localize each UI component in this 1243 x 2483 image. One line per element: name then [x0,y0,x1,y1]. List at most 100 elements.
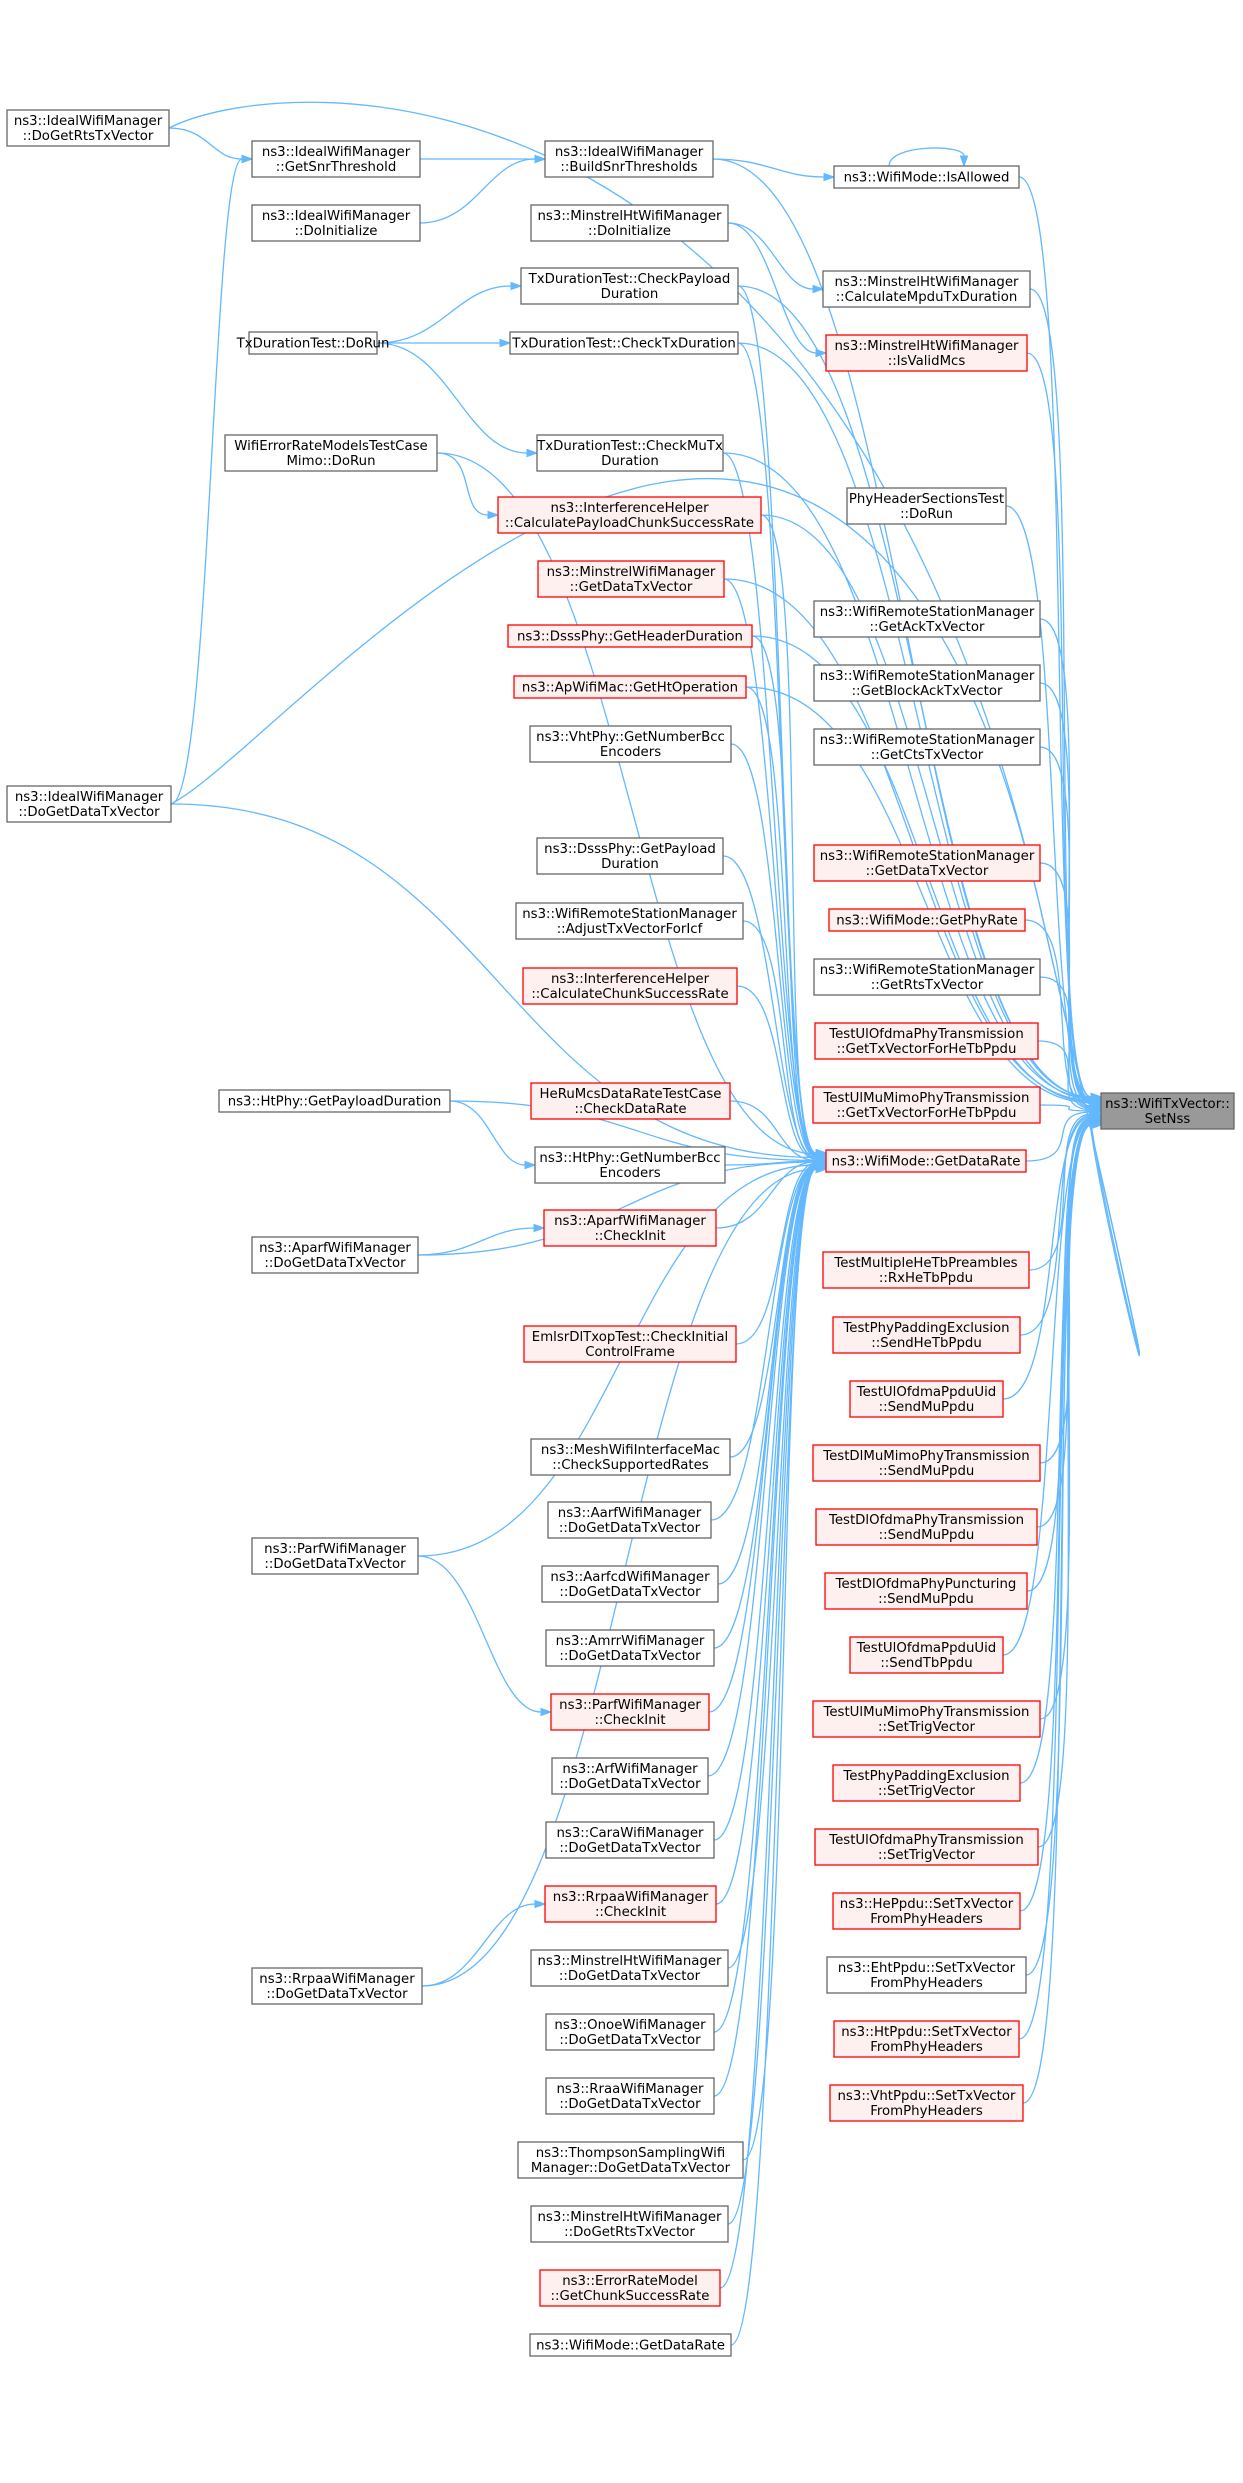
node-adjustIcf[interactable]: ns3::WifiRemoteStationManager::AdjustTxV… [515,902,744,940]
node-label-line: ns3::HtPhy::GetPayloadDuration [228,1095,442,1110]
edge-apHt-to-target [745,686,1103,1107]
node-rraa[interactable]: ns3::RraaWifiManager::DoGetDataTxVector [545,2077,715,2115]
node-ulUidTb[interactable]: TestUlOfdmaPpduUid::SendTbPpdu [849,1636,1004,1674]
node-getAck[interactable]: ns3::WifiRemoteStationManager::GetAckTxV… [813,600,1041,638]
node-txDurRun[interactable]: TxDurationTest::DoRun [236,331,390,355]
node-label-line: TestMultipleHeTbPreambles [833,1256,1017,1271]
node-rrpaaInit[interactable]: ns3::RrpaaWifiManager::CheckInit [544,1885,717,1923]
node-heRu[interactable]: HeRuMcsDataRateTestCase::CheckDataRate [530,1082,731,1120]
node-minHtData[interactable]: ns3::MinstrelHtWifiManager::DoGetDataTxV… [530,1949,729,1987]
node-padTrig[interactable]: TestPhyPaddingExclusion::SetTrigVector [832,1764,1021,1802]
node-label-line: ns3::WifiRemoteStationManager [820,669,1035,684]
node-buildSnr[interactable]: ns3::IdealWifiManager::BuildSnrThreshold… [544,140,714,178]
node-label-line: ns3::MinstrelWifiManager [547,565,716,580]
node-box [543,1209,717,1247]
node-label-line: ::CheckSupportedRates [552,1458,709,1473]
edge-chkMuTx-to-target [722,452,1103,1103]
node-getRts[interactable]: ns3::WifiRemoteStationManager::GetRtsTxV… [813,958,1041,996]
node-calcMpdu[interactable]: ns3::MinstrelHtWifiManager::CalculateMpd… [822,270,1031,308]
node-mesh[interactable]: ns3::MeshWifiInterfaceMac::CheckSupporte… [530,1438,731,1476]
node-dsssPay[interactable]: ns3::DsssPhy::GetPayloadDuration [536,837,724,875]
node-getDataTx[interactable]: ns3::WifiRemoteStationManager::GetDataTx… [813,844,1041,882]
node-minHtInit[interactable]: ns3::MinstrelHtWifiManager::DoInitialize [530,204,729,242]
node-ihPayload[interactable]: ns3::InterferenceHelper::CalculatePayloa… [497,496,762,534]
node-target[interactable]: ns3::WifiTxVector::SetNss [1100,1092,1235,1130]
node-label-line: ns3::MinstrelHtWifiManager [538,1954,723,1969]
node-amrr[interactable]: ns3::AmrrWifiManager::DoGetDataTxVector [545,1629,715,1667]
node-label-line: ::DoGetDataTxVector [559,1969,701,1984]
node-dsssHdr[interactable]: ns3::DsssPhy::GetHeaderDuration [507,624,753,648]
node-arf[interactable]: ns3::ArfWifiManager::DoGetDataTxVector [551,1757,709,1795]
node-chkTx[interactable]: TxDurationTest::CheckTxDuration [509,331,739,355]
node-ulMuMimoTx[interactable]: TestUlMuMimoPhyTransmission::GetTxVector… [812,1086,1041,1124]
node-aparfData[interactable]: ns3::AparfWifiManager::DoGetDataTxVector [251,1236,419,1274]
edge-dsssPay-to-getRate [722,855,828,1163]
node-parfData[interactable]: ns3::ParfWifiManager::DoGetDataTxVector [251,1537,419,1575]
node-box [251,1537,419,1575]
node-box [812,1444,1041,1482]
node-ihChunk[interactable]: ns3::InterferenceHelper::CalculateChunkS… [522,967,738,1005]
node-getSnr[interactable]: ns3::IdealWifiManager::GetSnrThreshold [251,140,421,178]
node-aparfInit[interactable]: ns3::AparfWifiManager::CheckInit [543,1209,717,1247]
node-label-line: ::CheckInit [594,1229,665,1244]
node-isValidMcs[interactable]: ns3::MinstrelHtWifiManager::IsValidMcs [825,334,1028,372]
node-label-line: ns3::WifiRemoteStationManager [522,907,737,922]
node-label-line: SetNss [1145,1112,1191,1127]
node-apHt[interactable]: ns3::ApWifiMac::GetHtOperation [513,675,747,699]
node-emlsr[interactable]: EmlsrDlTxopTest::CheckInitialControlFram… [523,1325,737,1363]
node-idealRts[interactable]: ns3::IdealWifiManager::DoGetRtsTxVector [6,109,170,147]
node-minHtRts[interactable]: ns3::MinstrelHtWifiManager::DoGetRtsTxVe… [530,2205,729,2243]
node-label-line: ::GetSnrThreshold [276,160,397,175]
node-aarf[interactable]: ns3::AarfWifiManager::DoGetDataTxVector [547,1501,712,1539]
node-dlMuMimo[interactable]: TestDlMuMimoPhyTransmission::SendMuPpdu [812,1444,1041,1482]
node-thompson[interactable]: ns3::ThompsonSamplingWifiManager::DoGetD… [517,2141,744,2179]
node-dlPunct[interactable]: TestDlOfdmaPhyPuncturing::SendMuPpdu [824,1572,1028,1610]
node-ulOfdmaTrig[interactable]: TestUlOfdmaPhyTransmission::SetTrigVecto… [814,1828,1039,1866]
node-htPhyPay[interactable]: ns3::HtPhy::GetPayloadDuration [218,1089,451,1113]
node-box [539,2269,721,2307]
edge-getCts-to-target [1039,746,1103,1109]
node-dlOfdma[interactable]: TestDlOfdmaPhyTransmission::SendMuPpdu [815,1508,1038,1546]
node-parfInit[interactable]: ns3::ParfWifiManager::CheckInit [550,1693,710,1731]
edge-minHtInit-to-isValidMcs [727,222,828,358]
node-getRate2[interactable]: ns3::WifiMode::GetDataRate [529,2333,732,2357]
node-idealInit[interactable]: ns3::IdealWifiManager::DoInitialize [251,204,421,242]
node-label-line: ::DoGetDataTxVector [559,1649,701,1664]
node-box [813,728,1041,766]
edge-padSend-to-target [1019,1111,1103,1336]
node-phyHdr[interactable]: PhyHeaderSectionsTest::DoRun [846,487,1007,525]
node-rrpaaData[interactable]: ns3::RrpaaWifiManager::DoGetDataTxVector [251,1967,423,2005]
node-phyRate[interactable]: ns3::WifiMode::GetPhyRate [828,908,1026,932]
node-label-line: ns3::AparfWifiManager [554,1214,706,1229]
node-getCts[interactable]: ns3::WifiRemoteStationManager::GetCtsTxV… [813,728,1041,766]
node-idealData[interactable]: ns3::IdealWifiManager::DoGetDataTxVector [6,785,172,823]
node-box [544,1885,717,1923]
node-isAllowed[interactable]: ns3::WifiMode::IsAllowed [833,165,1020,189]
node-box [828,908,1026,932]
node-box [544,140,714,178]
node-label-line: Duration [601,857,659,872]
node-getRate[interactable]: ns3::WifiMode::GetDataRate [825,1149,1027,1173]
node-label-line: ::GetChunkSuccessRate [551,2289,710,2304]
node-errChunk[interactable]: ns3::ErrorRateModel::GetChunkSuccessRate [539,2269,721,2307]
node-ulOfdmaTx[interactable]: TestUlOfdmaPhyTransmission::GetTxVectorF… [814,1022,1039,1060]
node-cara[interactable]: ns3::CaraWifiManager::DoGetDataTxVector [545,1821,715,1859]
node-aarfcd[interactable]: ns3::AarfcdWifiManager::DoGetDataTxVecto… [541,1565,719,1603]
node-ulUidMu[interactable]: TestUlOfdmaPpduUid::SendMuPpdu [849,1380,1004,1418]
node-multiHe[interactable]: TestMultipleHeTbPreambles::RxHeTbPpdu [822,1251,1030,1289]
node-ulMuTrig[interactable]: TestUlMuMimoPhyTransmission::SetTrigVect… [812,1700,1041,1738]
node-minGetData[interactable]: ns3::MinstrelWifiManager::GetDataTxVecto… [537,560,725,598]
edge-minHtInit-to-calcMpdu [727,222,825,294]
node-getBlockAck[interactable]: ns3::WifiRemoteStationManager::GetBlockA… [813,664,1041,702]
node-padSend[interactable]: TestPhyPaddingExclusion::SendHeTbPpdu [832,1316,1021,1354]
node-onoe[interactable]: ns3::OnoeWifiManager::DoGetDataTxVector [545,2013,715,2051]
